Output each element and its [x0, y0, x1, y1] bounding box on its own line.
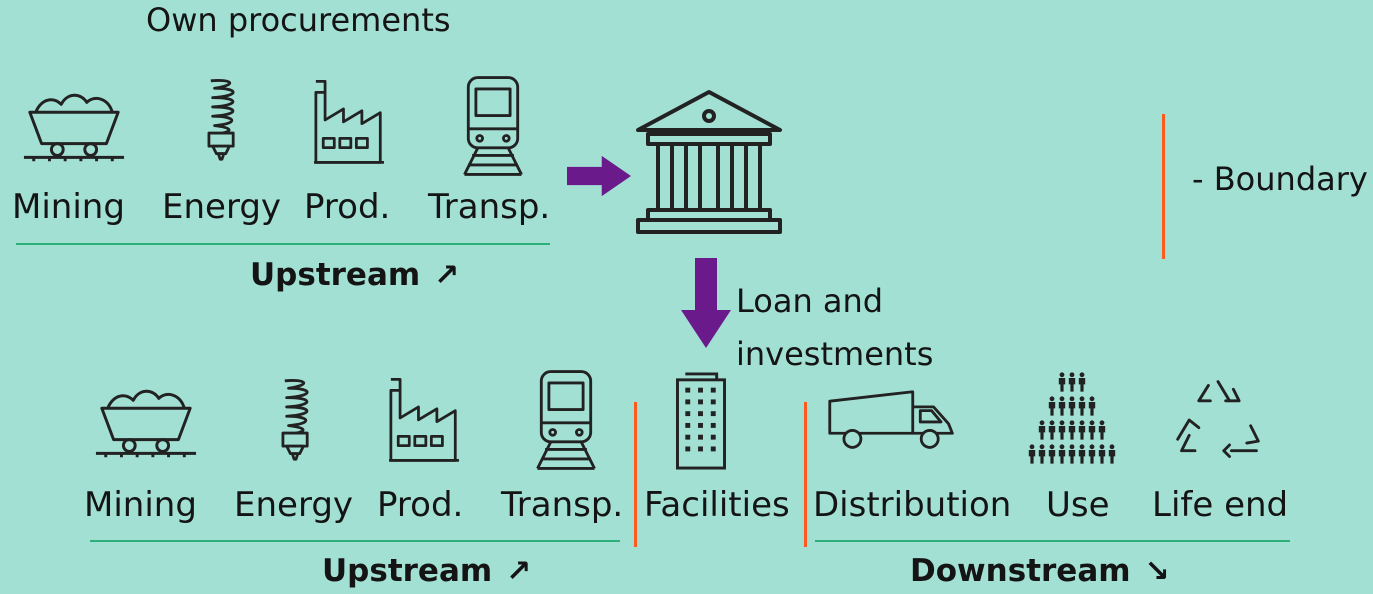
bottom-label-mining: Mining [84, 485, 197, 525]
bottom-downstream-underline [815, 540, 1290, 542]
arrow-right-icon [567, 154, 631, 198]
building-icon [670, 372, 732, 470]
bottom-label-use: Use [1046, 485, 1110, 525]
top-label-energy: Energy [162, 187, 282, 227]
top-upstream-underline [16, 243, 550, 245]
top-label-prod: Prod. [304, 187, 391, 227]
train-icon [528, 366, 604, 474]
boundary-line-facilities-right [804, 402, 807, 547]
loan-label-line2: investments [736, 335, 934, 373]
loan-label-line1: Loan and [736, 282, 884, 320]
legend-boundary-line [1162, 114, 1165, 259]
top-upstream-label: Upstream↗ [250, 257, 460, 293]
bottom-downstream-label: Downstream↘ [910, 553, 1170, 589]
mine-cart-icon [20, 84, 128, 164]
train-icon [455, 72, 531, 180]
light-bulb-icon [194, 72, 250, 168]
truck-icon [822, 388, 962, 454]
mine-cart-icon [92, 380, 200, 460]
top-label-mining: Mining [12, 187, 125, 227]
up-right-arrow-icon: ↗ [506, 554, 532, 589]
bottom-label-prod: Prod. [377, 485, 464, 525]
bottom-label-facilities: Facilities [644, 485, 790, 525]
factory-icon [303, 70, 395, 170]
bottom-label-distribution: Distribution [813, 485, 1012, 525]
bottom-label-transp: Transp. [501, 485, 624, 525]
light-bulb-icon [268, 372, 324, 468]
recycle-icon [1168, 372, 1268, 468]
bottom-label-energy: Energy [234, 485, 354, 525]
boundary-line-facilities-left [634, 402, 637, 547]
down-right-arrow-icon: ↘ [1144, 554, 1170, 589]
bank-icon [634, 88, 784, 238]
own-procurements-title: Own procurements [146, 1, 451, 39]
bottom-label-life-end: Life end [1152, 485, 1289, 525]
bottom-upstream-underline [90, 540, 620, 542]
legend-boundary-label: - Boundary [1192, 160, 1368, 198]
arrow-down-icon [681, 258, 731, 348]
factory-icon [378, 368, 470, 468]
up-right-arrow-icon: ↗ [434, 258, 460, 293]
people-icon [1022, 372, 1122, 472]
top-label-transp: Transp. [428, 187, 551, 227]
bottom-upstream-label: Upstream↗ [322, 553, 532, 589]
